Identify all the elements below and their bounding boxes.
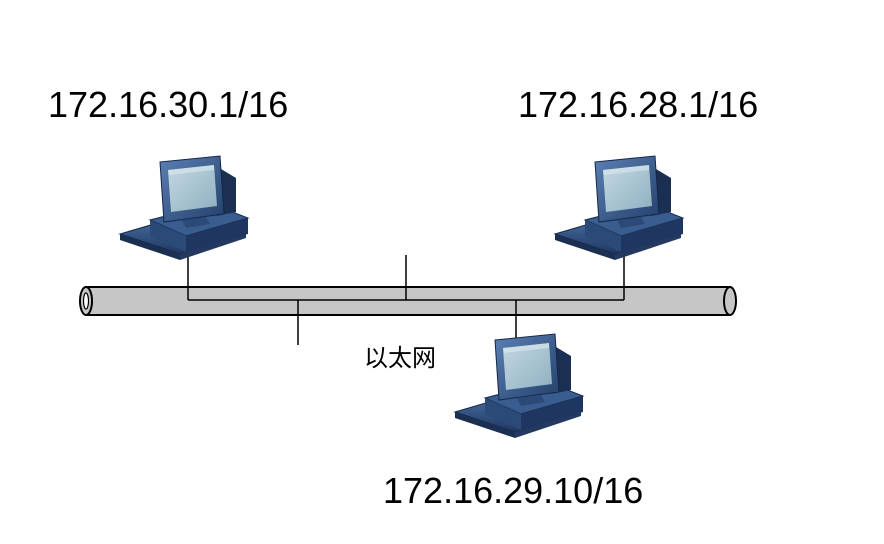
- computer-icon-host-1: [119, 155, 249, 261]
- host-3-ip-label: 172.16.29.10/16: [383, 470, 643, 511]
- host-2-ip-label: 172.16.28.1/16: [518, 84, 758, 125]
- host-1-ip-label: 172.16.30.1/16: [48, 84, 288, 125]
- connection-lines: [187, 255, 625, 345]
- computer-icon-host-2: [554, 155, 684, 261]
- ethernet-bus: [79, 286, 737, 316]
- network-label: 以太网: [364, 344, 436, 372]
- computer-icon-host-3: [454, 333, 584, 439]
